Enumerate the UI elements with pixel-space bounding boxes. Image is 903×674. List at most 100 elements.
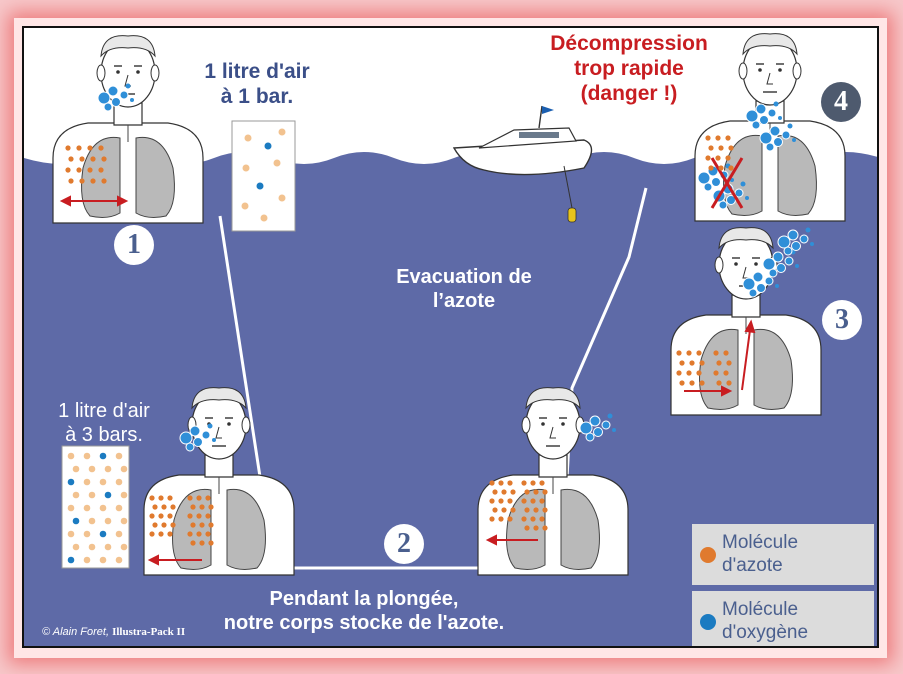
oxygen-molecule [67, 478, 75, 486]
nitrogen-molecule [510, 507, 516, 513]
legend-oxygen: Molécule d'oxygène [692, 591, 874, 646]
nitrogen-molecule [498, 498, 504, 504]
nitrogen-molecule [104, 543, 112, 551]
nitrogen-molecule [199, 540, 205, 546]
nitrogen-molecule [167, 513, 173, 519]
nitrogen-molecule [539, 498, 545, 504]
diagram-panel: 1 litre d'air à 1 bar. Décompression tro… [22, 26, 879, 648]
evacuation-line2: l’azote [432, 289, 496, 312]
nitrogen-molecule [120, 517, 128, 525]
nitrogen-molecule [489, 498, 495, 504]
nitrogen-molecule [65, 145, 71, 151]
oxygen-dot-icon [700, 613, 716, 630]
nitrogen-molecule [489, 480, 495, 486]
nitrogen-molecule [726, 380, 732, 386]
nitrogen-molecule [76, 145, 82, 151]
boat-icon [452, 105, 593, 223]
dive-caption-line2: notre corps stocke de l'azote. [223, 611, 505, 634]
nitrogen-molecule [533, 525, 539, 531]
nitrogen-molecule [689, 360, 695, 366]
legend-oxygen-line2: d'oxygène [722, 621, 809, 643]
nitrogen-molecule [104, 517, 112, 525]
nitrogen-molecule [696, 350, 702, 356]
nitrogen-molecule [533, 507, 539, 513]
nitrogen-molecule [521, 516, 527, 522]
nitrogen-molecule [542, 489, 548, 495]
air-sample-3bars-molecules [67, 452, 128, 564]
nitrogen-molecule [542, 507, 548, 513]
nitrogen-molecule [708, 145, 714, 151]
nitrogen-molecule [718, 165, 724, 171]
nitrogen-molecule [715, 155, 721, 161]
nitrogen-molecule [120, 465, 128, 473]
nitrogen-molecule [524, 489, 530, 495]
nitrogen-molecule [533, 489, 539, 495]
oxygen-molecule [99, 530, 107, 538]
nitrogen-molecule [713, 350, 719, 356]
nitrogen-molecule [530, 516, 536, 522]
nitrogen-molecule [705, 155, 711, 161]
decompression-line3: (danger !) [580, 81, 678, 105]
nitrogen-molecule [72, 543, 80, 551]
nitrogen-molecule [72, 465, 80, 473]
nitrogen-molecule [99, 556, 107, 564]
credit-collection: Illustra-Pack II [112, 626, 186, 638]
nitrogen-molecule [115, 504, 123, 512]
nitrogen-molecule [99, 478, 107, 486]
nitrogen-molecule [716, 380, 722, 386]
nitrogen-molecule [696, 370, 702, 376]
nitrogen-molecule [161, 504, 167, 510]
credit-line: © Alain Foret, Illustra-Pack II [42, 626, 185, 638]
air-sample-1bar [231, 120, 296, 232]
nitrogen-molecule [539, 480, 545, 486]
nitrogen-molecule [489, 516, 495, 522]
nitrogen-molecule [524, 507, 530, 513]
diver-step-2-descent [143, 386, 295, 576]
air-surface-label-line1: 1 litre d'air [204, 60, 310, 83]
oxygen-molecule [72, 517, 80, 525]
nitrogen-molecule [501, 489, 507, 495]
nitrogen-molecule [205, 531, 211, 537]
nitrogen-molecule [79, 178, 85, 184]
nitrogen-molecule [510, 489, 516, 495]
nitrogen-molecule [120, 491, 128, 499]
nitrogen-molecule [149, 495, 155, 501]
nitrogen-molecule [90, 156, 96, 162]
nitrogen-molecule [190, 540, 196, 546]
nitrogen-molecule [718, 145, 724, 151]
nitrogen-molecule [530, 480, 536, 486]
nitrogen-molecule [88, 491, 96, 499]
nitrogen-molecule [498, 516, 504, 522]
nitrogen-molecule [149, 513, 155, 519]
nitrogen-molecule [196, 495, 202, 501]
nitrogen-molecule [90, 178, 96, 184]
nitrogen-molecule [83, 504, 91, 512]
nitrogen-molecule [170, 504, 176, 510]
nitrogen-molecule [686, 370, 692, 376]
oxygen-molecule [104, 491, 112, 499]
nitrogen-molecule [98, 167, 104, 173]
nitrogen-molecule [208, 540, 214, 546]
red-arrows [59, 195, 756, 566]
nitrogen-molecule [87, 167, 93, 173]
diver-step-3 [670, 226, 822, 416]
nitrogen-molecule [728, 145, 734, 151]
nitrogen-molecule [208, 522, 214, 528]
nitrogen-molecules [65, 135, 734, 546]
step-2-badge: 2 [384, 524, 424, 564]
nitrogen-molecule [492, 489, 498, 495]
air-depth-label-line2: à 3 bars. [65, 423, 143, 446]
nitrogen-molecule [542, 525, 548, 531]
nitrogen-molecule [187, 495, 193, 501]
nitrogen-molecule [65, 167, 71, 173]
nitrogen-molecule [101, 156, 107, 162]
air-surface-label: 1 litre d'air à 1 bar. [192, 60, 322, 110]
air-depth-label: 1 litre d'air à 3 bars. [44, 400, 164, 447]
nitrogen-molecule [679, 360, 685, 366]
nitrogen-molecule [507, 480, 513, 486]
nitrogen-molecule [83, 478, 91, 486]
evacuation-line1: Evacuation de [396, 266, 532, 288]
danger-cross-icon [710, 157, 744, 209]
nitrogen-molecule [676, 350, 682, 356]
evacuation-label: Evacuation de l’azote [369, 266, 559, 313]
